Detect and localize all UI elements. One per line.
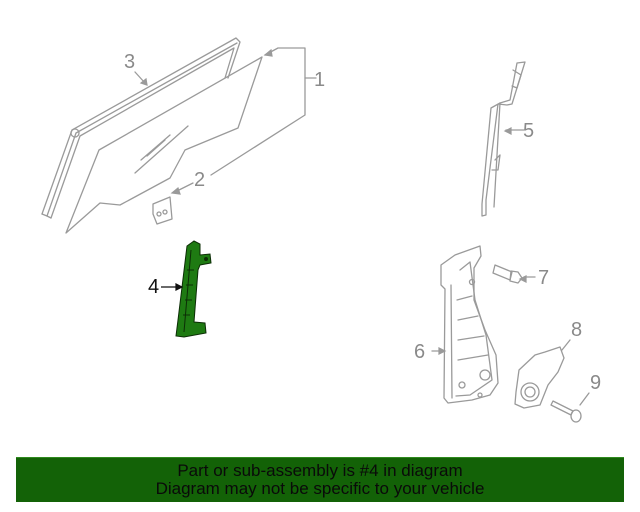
part-7-bolt: [492, 264, 536, 284]
callout-9: 9: [590, 372, 602, 394]
banner-line-disclaimer: Diagram may not be specific to your vehi…: [155, 479, 485, 498]
part-5-run-channel: [481, 61, 526, 217]
part-8-motor: [514, 339, 571, 409]
callout-1: 1: [314, 69, 326, 91]
callout-4: 4: [148, 276, 160, 298]
callout-5: 5: [523, 120, 535, 142]
callout-8: 8: [571, 319, 583, 341]
part-9-screw: [550, 392, 590, 423]
callout-3: 3: [124, 51, 136, 73]
diagram-notice-banner: Part or sub-assembly is #4 in diagram Di…: [16, 457, 624, 502]
callout-2: 2: [194, 169, 206, 191]
part-2-glass-bracket: [152, 196, 173, 225]
banner-line-part-number: Part or sub-assembly is #4 in diagram: [177, 461, 463, 480]
callout-7: 7: [538, 267, 550, 289]
callout-6: 6: [414, 341, 426, 363]
part-4-highlighted-channel: [175, 240, 212, 338]
part-1-door-glass: [65, 56, 263, 234]
part-6-window-regulator: [431, 245, 499, 404]
leader-lines-upper-left: [134, 47, 317, 193]
part-3-run-channel: [41, 37, 241, 219]
